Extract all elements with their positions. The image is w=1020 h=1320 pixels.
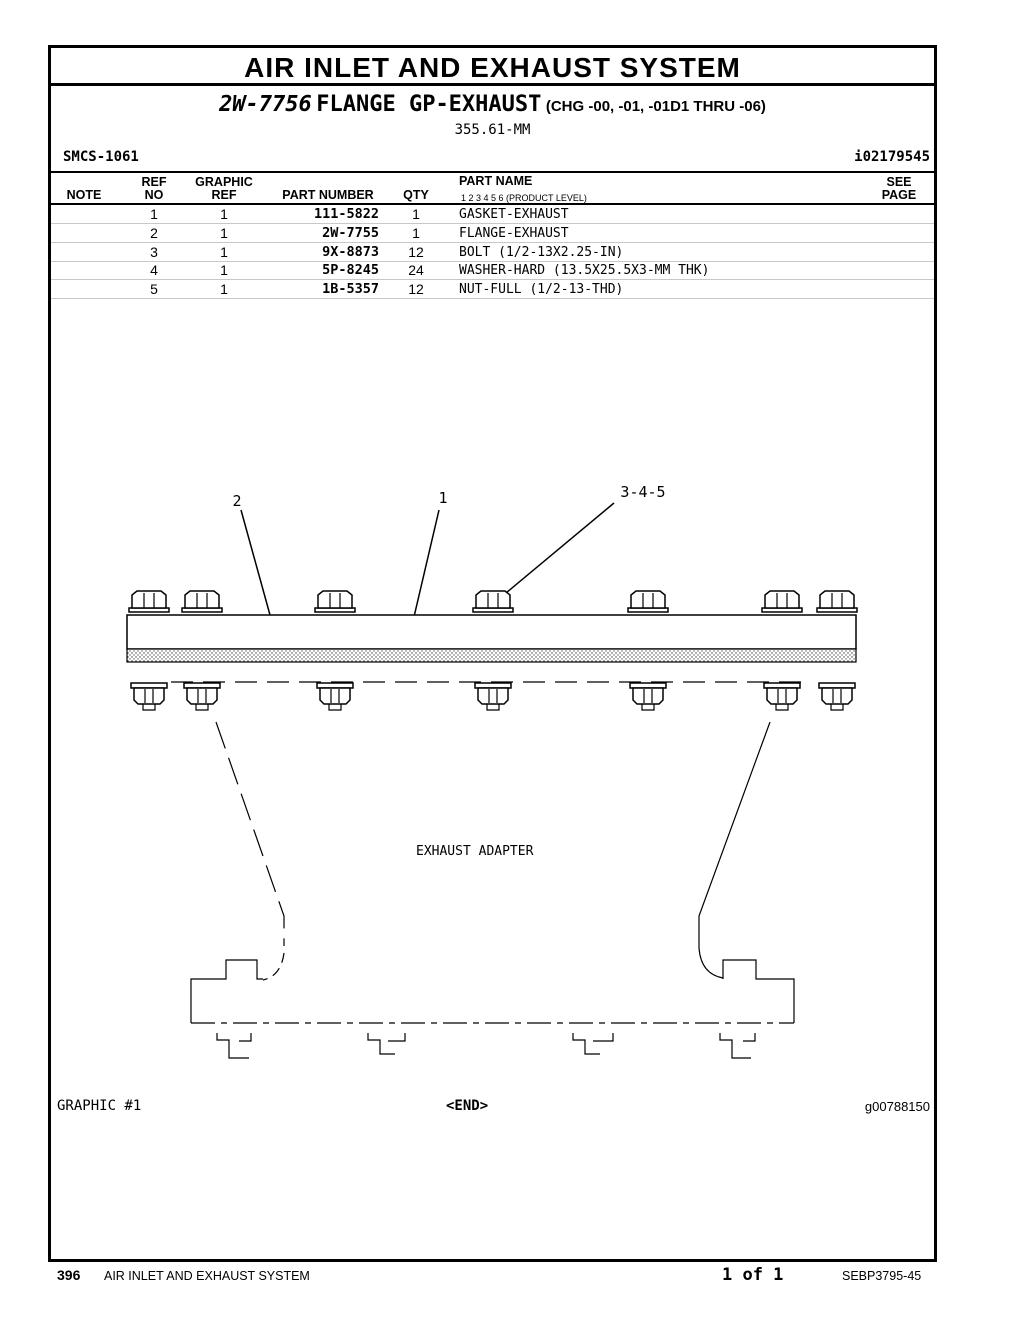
part-number: 111-5822 [313, 206, 379, 222]
ref-no: 2 [150, 225, 158, 241]
end-marker: <END> [446, 1098, 489, 1114]
ref-no: 3 [150, 244, 158, 260]
graphic-label: GRAPHIC #1 [57, 1098, 142, 1114]
exploded-view-drawing: 2 1 3-4-5 EXHAUST ADAPTER [126, 483, 858, 1059]
part-name: BOLT (1/2-13X2.25-IN) [459, 245, 624, 260]
ref-no: 5 [150, 281, 158, 297]
quantity: 24 [408, 262, 424, 278]
graphic-ref: 1 [220, 244, 228, 260]
table-row: 1 1 111-5822 1 GASKET-EXHAUST [51, 205, 934, 224]
group-code: 2W-7756 [219, 92, 312, 117]
footer-section: AIR INLET AND EXHAUST SYSTEM [104, 1269, 310, 1283]
table-row: 5 1 1B-5357 12 NUT-FULL (1/2-13-THD) [51, 280, 934, 299]
header-part-name: PART NAME [459, 174, 533, 188]
ref-no: 1 [150, 206, 158, 222]
part-number: 5P-8245 [322, 262, 379, 278]
header-see-page-bottom: PAGE [881, 188, 917, 202]
group-title: 2W-7756 FLANGE GP-EXHAUST (CHG -00, -01,… [51, 92, 934, 117]
quantity: 12 [408, 244, 424, 260]
table-row: 2 1 2W-7755 1 FLANGE-EXHAUST [51, 224, 934, 243]
graphic-ref: 1 [220, 206, 228, 222]
graphic-ref: 1 [220, 225, 228, 241]
table-header-rule [51, 203, 934, 205]
page-number: 396 [57, 1267, 81, 1283]
header-graphic-ref-bottom: REF [211, 188, 237, 202]
part-number: 1B-5357 [322, 281, 379, 297]
page-frame: AIR INLET AND EXHAUST SYSTEM 2W-7756 FLA… [48, 45, 937, 1262]
header-ref-no: REF NO [137, 176, 171, 202]
change-levels: (CHG -00, -01, -01D1 THRU -06) [545, 98, 766, 115]
exhaust-adapter-label: EXHAUST ADAPTER [416, 844, 534, 859]
table-row: 3 1 9X-8873 12 BOLT (1/2-13X2.25-IN) [51, 243, 934, 262]
part-number: 2W-7755 [322, 225, 379, 241]
bolt-heads [128, 590, 858, 613]
flange-plate [126, 614, 857, 650]
page-of: 1 of 1 [722, 1265, 784, 1285]
header-note: NOTE [66, 188, 102, 202]
section-title: AIR INLET AND EXHAUST SYSTEM [244, 52, 741, 83]
title-divider [51, 83, 934, 86]
graphic-number: g00788150 [864, 1099, 930, 1114]
header-part-number: PART NUMBER [282, 188, 374, 202]
callout-label-2: 2 [232, 492, 241, 510]
nut-washer-assemblies [130, 682, 856, 711]
quantity: 1 [412, 225, 420, 241]
graphic-ref: 1 [220, 281, 228, 297]
ref-no: 4 [150, 262, 158, 278]
header-see-page: SEE PAGE [871, 176, 927, 202]
gasket [126, 648, 857, 663]
leader-line-2 [240, 509, 271, 616]
part-name: FLANGE-EXHAUST [459, 226, 569, 241]
part-name: GASKET-EXHAUST [459, 207, 569, 222]
header-see-page-top: SEE [886, 175, 912, 189]
quantity: 12 [408, 281, 424, 297]
header-ref-no-bottom: NO [144, 188, 164, 202]
callout-label-3-4-5: 3-4-5 [620, 483, 665, 501]
group-size: 355.61-MM [454, 122, 531, 138]
part-name: NUT-FULL (1/2-13-THD) [459, 282, 624, 297]
leader-line-3-4-5 [505, 502, 615, 594]
header-qty: QTY [403, 188, 429, 202]
image-id: i02179545 [854, 149, 930, 165]
part-name: WASHER-HARD (13.5X25.5X3-MM THK) [459, 263, 710, 278]
table-top-rule [51, 171, 934, 173]
quantity: 1 [412, 206, 420, 222]
smcs-code: SMCS-1061 [63, 149, 139, 165]
table-row: 4 1 5P-8245 24 WASHER-HARD (13.5X25.5X3-… [51, 261, 934, 280]
callout-label-1: 1 [438, 489, 447, 507]
part-number: 9X-8873 [322, 244, 379, 260]
header-graphic-ref: GRAPHIC REF [191, 176, 257, 202]
header-graphic-ref-top: GRAPHIC [195, 175, 253, 189]
header-ref-no-top: REF [141, 175, 167, 189]
header-product-level: 1 2 3 4 5 6 (PRODUCT LEVEL) [461, 193, 587, 203]
group-name: FLANGE GP-EXHAUST [316, 92, 542, 117]
exhaust-adapter-outline [190, 721, 795, 1059]
graphic-ref: 1 [220, 262, 228, 278]
document-number: SEBP3795-45 [842, 1269, 922, 1283]
